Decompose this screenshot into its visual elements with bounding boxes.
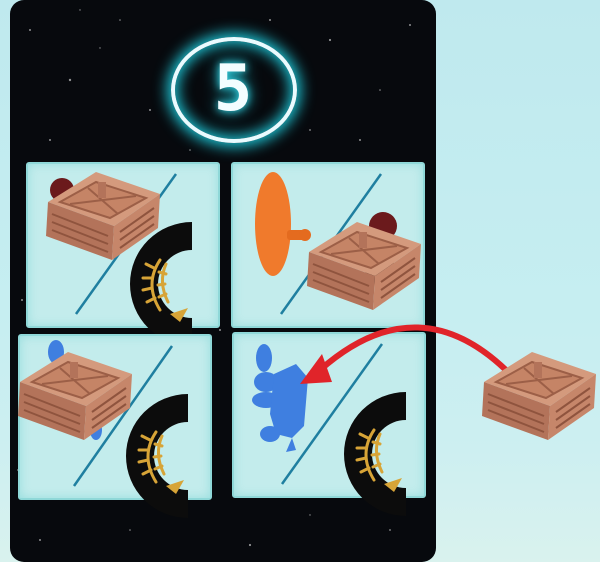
tank-piece[interactable] <box>307 222 421 310</box>
command-token <box>126 394 188 518</box>
orange-rocket-piece[interactable] <box>255 172 311 276</box>
card-number-badge: 5 <box>170 36 296 142</box>
blue-soldier-piece[interactable] <box>252 344 308 452</box>
grid-tile-bottom-left[interactable] <box>18 334 212 500</box>
grid-tile-top-right[interactable] <box>231 162 425 328</box>
command-token <box>344 392 406 516</box>
grid-tile-bottom-right[interactable] <box>232 332 426 498</box>
tank-piece-moving[interactable] <box>480 340 600 450</box>
grid-tile-top-left[interactable] <box>26 162 220 328</box>
card-number: 5 <box>214 52 253 126</box>
